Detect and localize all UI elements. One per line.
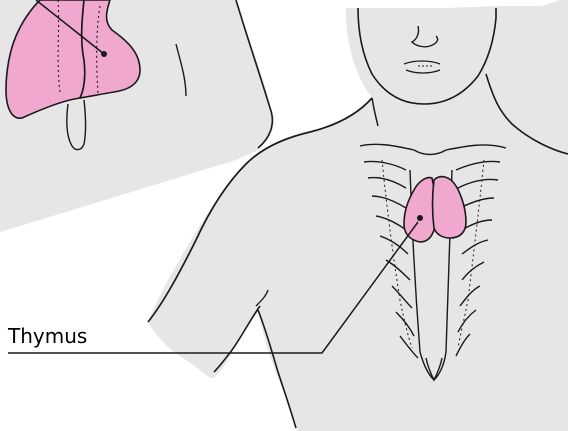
inset-pointer-dot xyxy=(101,51,107,57)
thymus-label: Thymus xyxy=(7,324,87,348)
thymus-leader-dot xyxy=(417,215,423,221)
